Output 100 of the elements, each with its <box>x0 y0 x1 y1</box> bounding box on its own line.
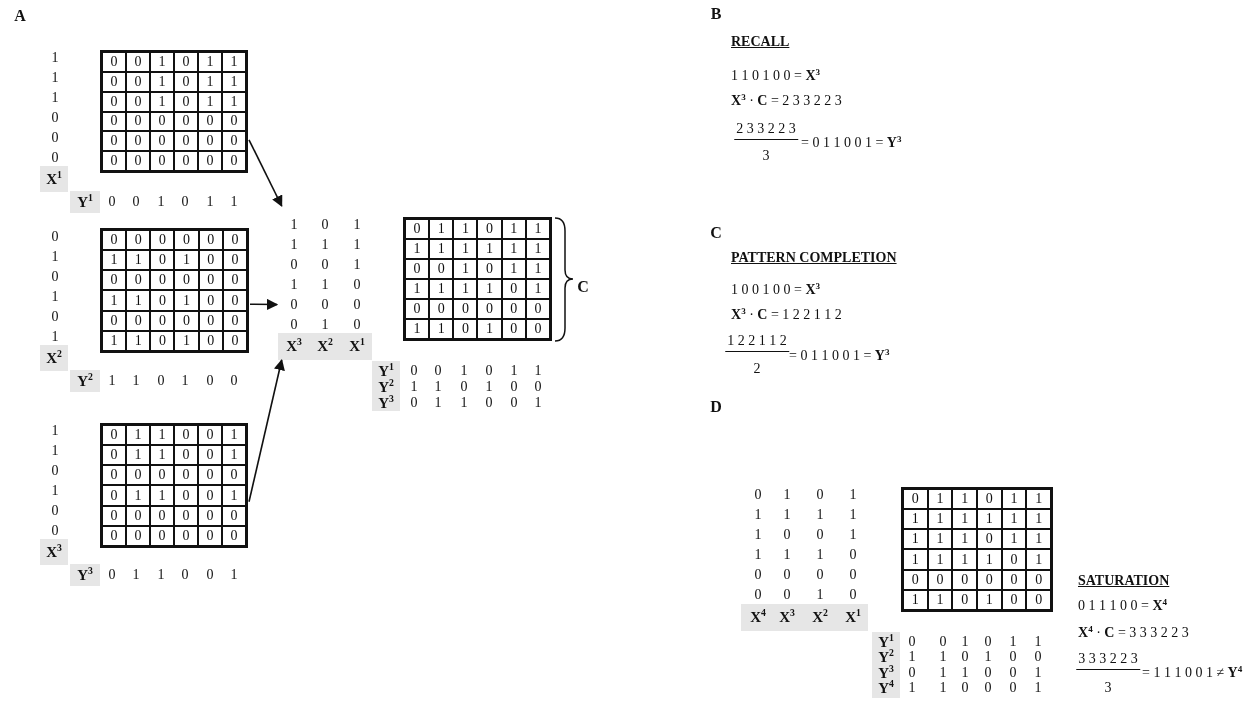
matrix-cell: 0 <box>977 569 1002 590</box>
matrix-cell: 1 <box>150 91 174 112</box>
matrix-cell: 0 <box>222 290 247 311</box>
matrix-cell: 0 <box>150 230 175 251</box>
matrix-cell: 0 <box>198 445 222 466</box>
vector-value: 1 <box>908 650 916 664</box>
matrix-cell: 0 <box>222 230 247 251</box>
matrix-cell: 1 <box>102 290 127 311</box>
matrix-cell: 1 <box>977 549 1002 570</box>
matrix-cell: 1 <box>903 529 928 550</box>
matrix-cell: 0 <box>222 111 246 132</box>
matrix-cell: 1 <box>453 219 478 239</box>
vector-value: 0 <box>51 524 59 538</box>
vector-value: 1 <box>485 380 493 394</box>
matrix-cell: 0 <box>198 505 222 526</box>
panel-letter: B <box>710 6 722 22</box>
matrix-cell: 0 <box>927 569 953 590</box>
matrix-cell: 1 <box>126 445 150 466</box>
matrix-cell: 0 <box>1026 589 1051 610</box>
matrix-cell: 0 <box>102 131 126 152</box>
vector-value: 0 <box>181 195 189 209</box>
matrix-cell: 0 <box>174 71 198 92</box>
matrix-grid <box>901 487 1053 612</box>
fraction-denominator: 3 <box>1104 681 1112 695</box>
vector-value: 0 <box>51 151 59 165</box>
matrix-cell: 1 <box>405 319 430 339</box>
matrix-cell: 0 <box>126 525 150 546</box>
matrix-cell: 1 <box>525 279 550 299</box>
vector-value: 0 <box>410 396 418 410</box>
vector-value: 1 <box>157 195 165 209</box>
vector-value: 0 <box>353 298 361 312</box>
matrix-cell: 0 <box>102 425 126 446</box>
vector-value: 0 <box>290 318 298 332</box>
matrix-cell: 0 <box>174 111 198 132</box>
matrix-cell: 0 <box>126 465 150 486</box>
vector-value: 1 <box>534 364 542 378</box>
matrix-cell: 0 <box>102 270 127 291</box>
vector-value: 1 <box>434 380 442 394</box>
vector-value: 1 <box>51 484 59 498</box>
matrix-cell: 0 <box>150 330 175 351</box>
matrix-cell: 1 <box>1026 549 1051 570</box>
vector-value: 0 <box>290 258 298 272</box>
vector-value: 0 <box>849 588 857 602</box>
vector-label: X$^{3}$ <box>779 609 795 625</box>
vector-value: 0 <box>321 298 329 312</box>
matrix-cell: 1 <box>903 549 928 570</box>
vector-value: 1 <box>181 374 189 388</box>
vector-value: 0 <box>108 568 116 582</box>
matrix-cell: 0 <box>174 310 199 331</box>
matrix-cell: 0 <box>222 310 247 331</box>
matrix-cell: 1 <box>222 91 246 112</box>
matrix-cell: 0 <box>198 465 222 486</box>
matrix-cell: 0 <box>126 111 150 132</box>
matrix-cell: 1 <box>501 239 526 259</box>
matrix-cell: 1 <box>977 589 1002 610</box>
section-heading: PATTERN COMPLETION <box>731 251 897 265</box>
matrix-cell: 1 <box>903 589 928 610</box>
vector-value: 1 <box>51 330 59 344</box>
vector-value: 1 <box>132 568 140 582</box>
vector-value: 0 <box>485 364 493 378</box>
vector-value: 1 <box>961 635 969 649</box>
equation: 0 1 1 1 0 0 = X$^{4}$ <box>1078 599 1168 613</box>
equation: = 0 1 1 0 0 1 = Y$^{3}$ <box>789 349 890 363</box>
vector-value: 0 <box>51 504 59 518</box>
matrix-cell: 1 <box>927 489 953 510</box>
vector-value: 0 <box>984 681 992 695</box>
matrix-cell: 0 <box>102 310 127 331</box>
matrix-cell: 0 <box>126 270 151 291</box>
vector-value: 0 <box>485 396 493 410</box>
matrix-cell: 1 <box>198 52 222 72</box>
matrix-cell: 1 <box>126 425 150 446</box>
matrix-cell: 1 <box>1026 509 1051 530</box>
matrix-cell: 1 <box>525 259 550 279</box>
matrix-cell: 0 <box>903 569 928 590</box>
matrix-cell: 0 <box>126 91 150 112</box>
vector-value: 0 <box>460 380 468 394</box>
matrix-cell: 1 <box>1001 529 1027 550</box>
matrix-cell: 0 <box>1001 569 1027 590</box>
vector-value: 1 <box>939 650 947 664</box>
vector-value: 0 <box>434 364 442 378</box>
matrix-cell: 1 <box>174 250 199 271</box>
vector-value: 0 <box>108 195 116 209</box>
vector-value: 1 <box>849 508 857 522</box>
equation: X$^{3}$ · C = 1 2 2 1 1 2 <box>731 308 842 322</box>
matrix-grid <box>100 50 248 173</box>
vector-value: 1 <box>1034 666 1042 680</box>
matrix-cell: 0 <box>150 270 175 291</box>
arrow <box>248 358 285 503</box>
matrix-cell: 0 <box>453 319 478 339</box>
fraction-numerator: 1 2 2 1 1 2 <box>725 334 789 352</box>
vector-value: 0 <box>816 488 824 502</box>
vector-value: 0 <box>908 666 916 680</box>
matrix-cell: 1 <box>126 330 151 351</box>
matrix-cell: 1 <box>429 319 454 339</box>
vector-value: 0 <box>783 588 791 602</box>
matrix-cell: 0 <box>102 445 126 466</box>
matrix-cell: 1 <box>501 219 526 239</box>
matrix-cell: 0 <box>150 525 174 546</box>
vector-label: X$^{3}$ <box>46 544 62 560</box>
matrix-cell: 0 <box>198 151 222 171</box>
